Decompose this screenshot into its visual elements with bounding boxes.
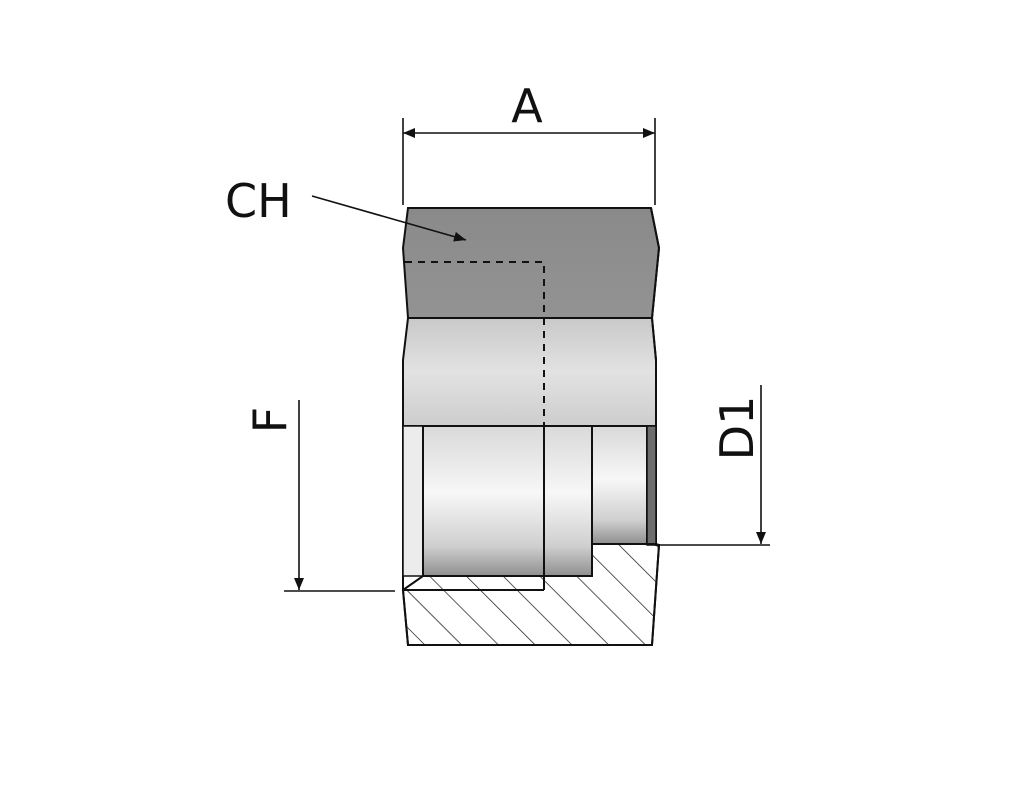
nut-body bbox=[401, 207, 661, 646]
section-hatch bbox=[401, 543, 661, 646]
dimension-a: A bbox=[402, 79, 656, 205]
dimension-d1: D1 bbox=[660, 385, 770, 546]
right-wall bbox=[646, 425, 657, 546]
dim-a-label: A bbox=[511, 79, 543, 133]
hidden-line bbox=[405, 261, 545, 426]
bore-step bbox=[543, 425, 593, 577]
dim-f-label: F bbox=[243, 407, 297, 433]
hex-face-top bbox=[401, 207, 661, 319]
left-wall bbox=[402, 425, 424, 577]
hex-right-edge bbox=[650, 207, 661, 426]
small-bore bbox=[591, 425, 648, 545]
dim-ch-label: CH bbox=[225, 174, 292, 228]
dimension-ch: CH bbox=[225, 174, 467, 242]
hex-face-band bbox=[402, 317, 657, 427]
main-bore bbox=[422, 425, 545, 577]
dim-d1-label: D1 bbox=[710, 396, 764, 461]
dim-ch-leader bbox=[311, 195, 467, 242]
dimension-f: F bbox=[243, 400, 395, 592]
